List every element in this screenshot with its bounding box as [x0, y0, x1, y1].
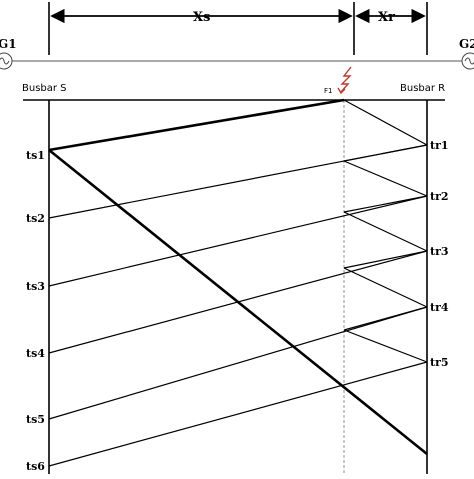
busbar-s-label: Busbar S	[22, 83, 67, 94]
xs-label: Xs	[193, 10, 210, 25]
time-label-tr2: tr2	[430, 190, 449, 203]
fault-wave-to-r	[343, 99, 428, 146]
time-label-tr3: tr3	[430, 245, 449, 258]
wave-s2	[48, 144, 428, 219]
lattice-f-to-r-2	[343, 211, 428, 252]
wave-s5	[48, 306, 428, 420]
time-label-ts1: ts1	[26, 149, 45, 162]
time-label-tr4: tr4	[430, 301, 449, 314]
source-g1-label: G1	[0, 37, 17, 51]
time-label-ts2: ts2	[26, 212, 45, 225]
lattice-f-to-r-1	[343, 160, 428, 197]
time-label-tr1: tr1	[430, 139, 449, 152]
time-label-tr5: tr5	[430, 356, 449, 369]
xr-label: Xr	[378, 10, 395, 25]
wave-s3	[48, 195, 428, 287]
time-label-ts5: ts5	[26, 413, 45, 426]
lattice-f-to-r-4	[343, 329, 428, 363]
generator-g2-icon	[461, 52, 474, 70]
fault-wave-to-s-thick	[48, 98, 345, 152]
wave-s6	[48, 361, 428, 467]
source-g2-label: G2	[459, 37, 474, 51]
fault-lightning-icon	[337, 66, 352, 95]
time-label-ts3: ts3	[26, 280, 45, 293]
time-label-ts6: ts6	[26, 460, 45, 473]
time-label-ts4: ts4	[26, 347, 45, 360]
lattice-r-to-f-3	[343, 250, 428, 269]
lattice-f-to-r-3	[343, 267, 428, 308]
lattice-r-to-f-2	[343, 195, 428, 213]
fault-f1-label: F1	[324, 87, 332, 95]
wave-s4	[48, 250, 428, 354]
busbar-r-label: Busbar R	[400, 83, 445, 94]
generator-g1-icon	[0, 52, 13, 70]
